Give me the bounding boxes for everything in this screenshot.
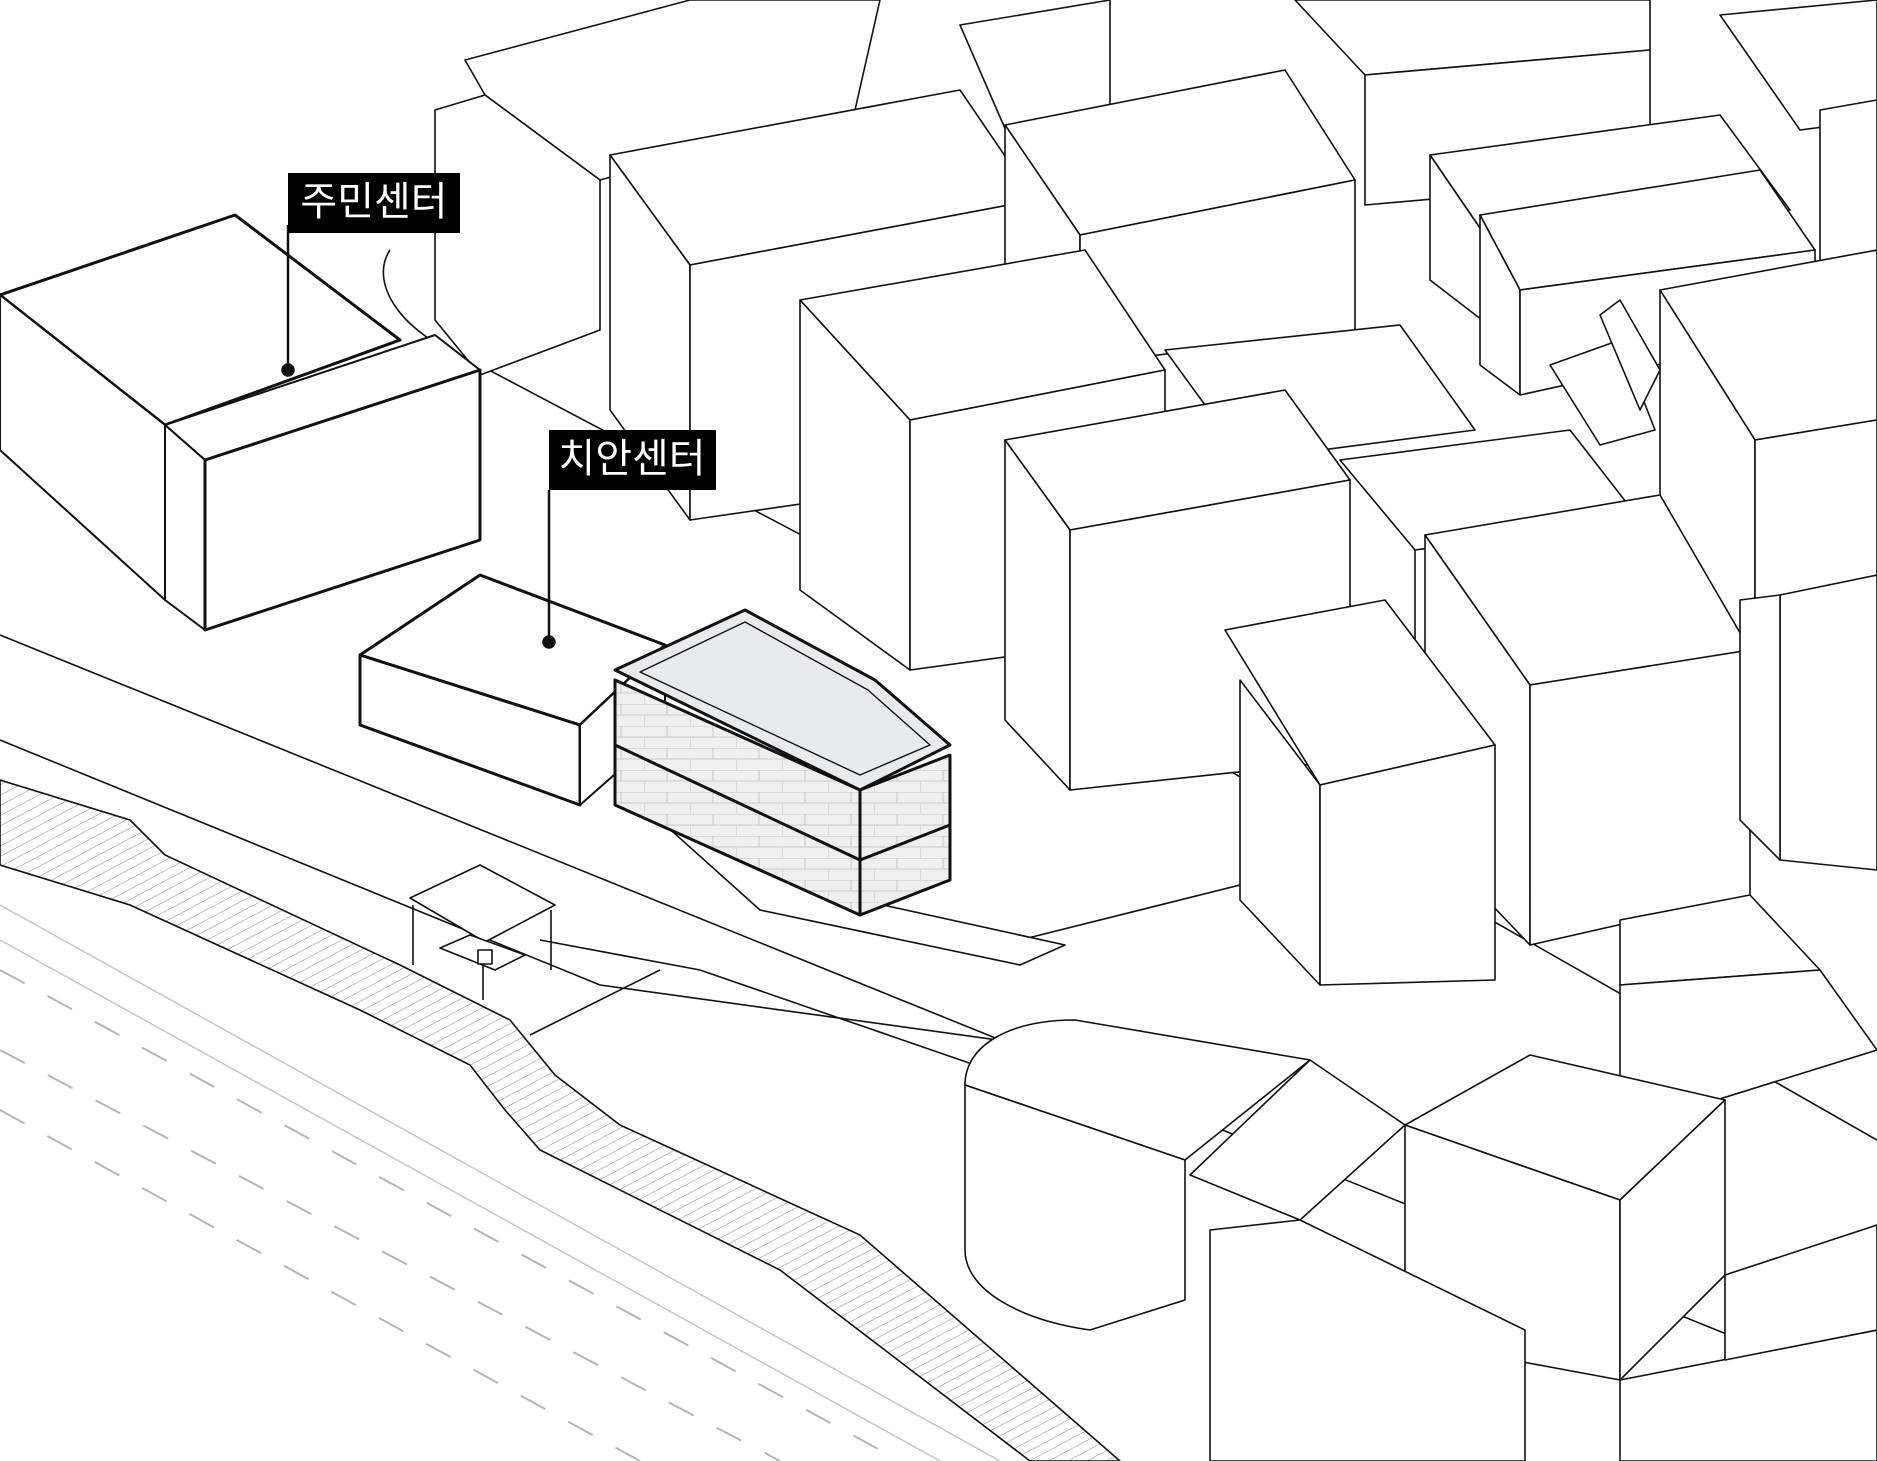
plaza-line (529, 969, 661, 1036)
background-buildings (434, 0, 1877, 1461)
pavilion (409, 864, 556, 1000)
sidewalk-line (539, 939, 976, 1066)
building-j-rounded (964, 1019, 1311, 1161)
community-center-tag: 주민센터 (288, 173, 460, 233)
police-center-pin (542, 635, 556, 649)
road-edge-park (0, 739, 1071, 1051)
new-building-highlight (613, 608, 1066, 966)
building-far-right (1819, 99, 1877, 271)
road-dashes (0, 969, 901, 1461)
new-building-cornice (614, 743, 951, 862)
pavilion-roof (409, 864, 556, 943)
community-center-pin (281, 363, 295, 377)
community-center-front (203, 368, 482, 632)
deck-boardwalk (0, 779, 1122, 1461)
community-center-building (0, 213, 482, 632)
community-center-tag-bg (288, 173, 460, 233)
police-center-tag: 치안센터 (549, 430, 716, 490)
leader-lines (281, 225, 556, 649)
police-center-tag-bg (549, 430, 716, 490)
new-building-facade-right (858, 753, 952, 917)
new-building-roof (613, 608, 952, 792)
community-center-side (164, 424, 206, 631)
building-h-right (1779, 574, 1877, 871)
police-center-label: 치안센터 (558, 436, 705, 482)
community-center-label: 주민센터 (300, 179, 447, 225)
road-lanes (0, 904, 1001, 1461)
new-building-parapet (639, 621, 931, 776)
